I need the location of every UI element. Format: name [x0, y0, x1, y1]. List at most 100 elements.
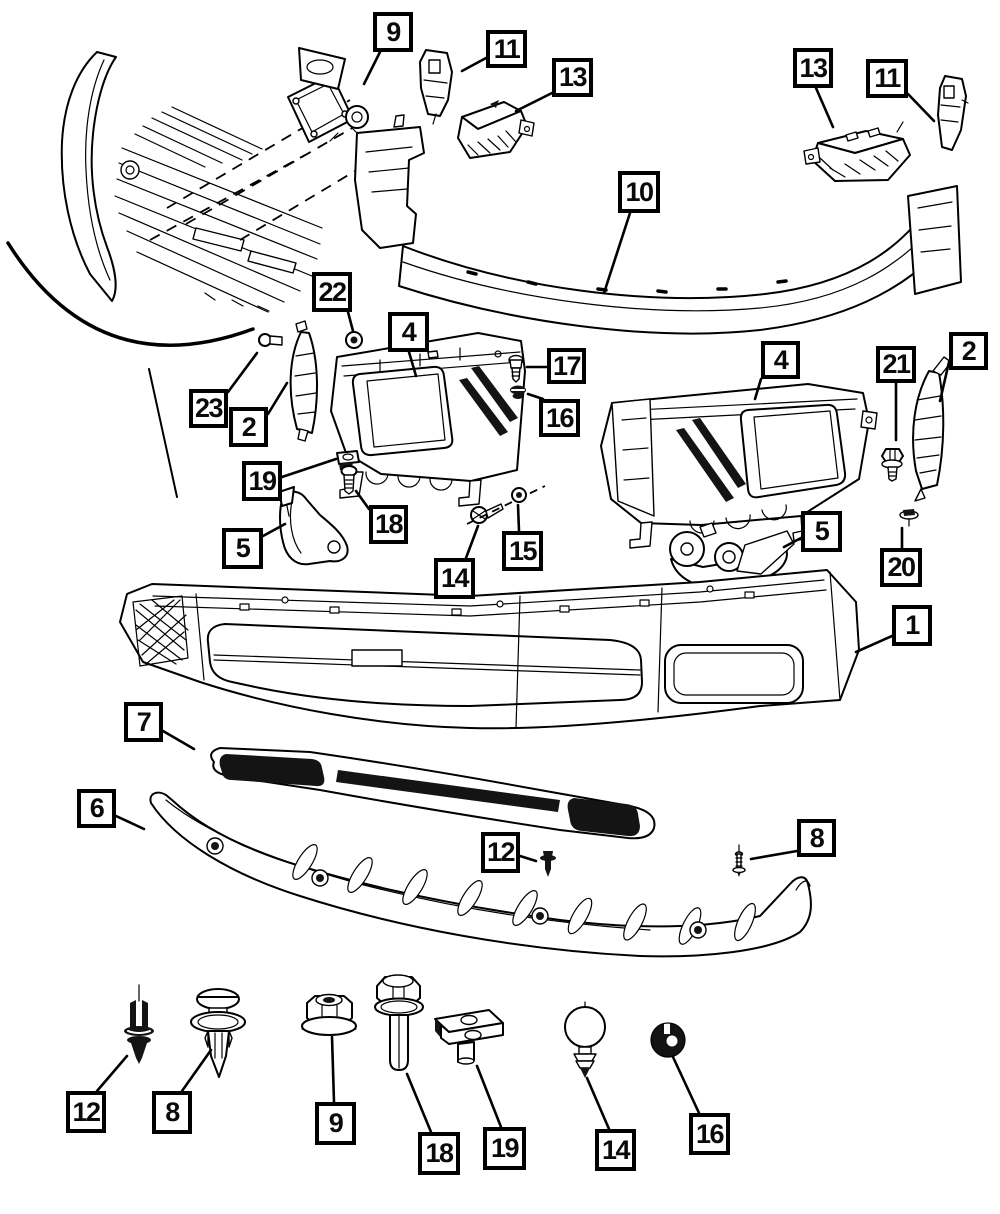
fog-mount-panel-4-left: [330, 332, 526, 507]
callout-2[interactable]: 2: [949, 332, 988, 370]
screw-14: [470, 503, 504, 524]
callout-7[interactable]: 7: [124, 702, 163, 742]
leader-line-14: [585, 1076, 611, 1131]
leader-line-1: [854, 634, 894, 654]
leader-line-2: [938, 360, 951, 403]
leader-line-4: [753, 377, 763, 401]
grommet-16-bottom: [650, 1022, 686, 1058]
callout-22[interactable]: 22: [312, 272, 352, 312]
callout-20[interactable]: 20: [880, 548, 922, 587]
leader-line-16: [526, 392, 545, 401]
callout-4[interactable]: 4: [761, 341, 800, 379]
callout-12[interactable]: 12: [66, 1091, 106, 1133]
fog-mount-panel-4-right: [600, 383, 878, 549]
leader-line-12: [95, 1054, 129, 1093]
callout-9[interactable]: 9: [373, 12, 413, 52]
leader-line-4: [407, 350, 418, 378]
callout-4[interactable]: 4: [388, 312, 429, 352]
callout-17[interactable]: 17: [547, 348, 586, 384]
callout-10[interactable]: 10: [618, 171, 660, 213]
callout-8[interactable]: 8: [152, 1091, 192, 1134]
callout-8[interactable]: 8: [797, 819, 836, 857]
callout-13[interactable]: 13: [552, 58, 593, 97]
side-bracket-11-left: [419, 49, 453, 125]
callout-9[interactable]: 9: [315, 1102, 356, 1145]
fog-lamp-13-left: [457, 100, 535, 159]
screw-8-mid: [732, 844, 746, 877]
leader-line-9: [330, 1035, 336, 1104]
leader-line-2: [266, 381, 289, 416]
callout-11[interactable]: 11: [866, 59, 908, 98]
grommet-16: [510, 385, 526, 399]
callout-6[interactable]: 6: [77, 789, 116, 828]
bolt-18: [340, 465, 358, 495]
leader-line-13: [814, 86, 835, 129]
callout-12[interactable]: 12: [481, 832, 520, 873]
u-nut-clip-19-bottom: [434, 1009, 504, 1065]
callout-11[interactable]: 11: [486, 30, 527, 68]
nut-22: [345, 331, 363, 349]
leader-lines: [95, 50, 951, 1134]
leader-line-5: [261, 522, 287, 538]
leader-line-18: [354, 489, 371, 511]
mounting-bracket-9: [287, 47, 369, 143]
callout-18[interactable]: 18: [369, 505, 408, 544]
callout-14[interactable]: 14: [434, 558, 475, 599]
bumper-face-bar-1: [119, 569, 860, 730]
callout-14[interactable]: 14: [595, 1129, 636, 1171]
leader-line-8: [180, 1048, 213, 1093]
callout-5[interactable]: 5: [222, 528, 263, 569]
leader-line-14: [464, 524, 480, 560]
callout-15[interactable]: 15: [502, 531, 543, 571]
screw-17: [508, 354, 524, 383]
callout-1[interactable]: 1: [892, 605, 932, 646]
side-bracket-11-right: [937, 75, 969, 151]
push-retainer-14-bottom: [564, 1001, 606, 1078]
leader-line-12: [518, 854, 538, 863]
callout-5[interactable]: 5: [801, 511, 842, 552]
callout-16[interactable]: 16: [539, 399, 580, 437]
callout-2[interactable]: 2: [229, 407, 268, 447]
rivet-8-bottom: [190, 988, 246, 1078]
support-bracket-2-right: [912, 356, 952, 502]
support-bracket-2-left: [289, 320, 318, 442]
callout-16[interactable]: 16: [689, 1113, 730, 1155]
callout-13[interactable]: 13: [793, 48, 833, 88]
leader-line-19: [280, 457, 338, 479]
leader-line-13: [514, 91, 554, 113]
leader-line-8: [749, 849, 799, 861]
air-dam-6: [149, 791, 812, 958]
leader-line-11: [460, 56, 488, 73]
tow-hook-5-right: [669, 522, 795, 602]
leader-line-22: [346, 310, 355, 333]
leader-line-15: [516, 503, 521, 533]
callout-19[interactable]: 19: [242, 461, 282, 501]
leader-line-23: [226, 351, 259, 394]
clip-20: [899, 509, 919, 527]
leader-line-10: [602, 211, 632, 295]
lower-grille-strip-7: [210, 747, 656, 840]
assembled-bumper-view: [6, 51, 396, 498]
callout-18[interactable]: 18: [418, 1132, 460, 1175]
leader-line-19: [475, 1064, 503, 1129]
screw-axis-line: [466, 485, 546, 525]
callout-21[interactable]: 21: [876, 346, 916, 383]
nut-9-bottom: [301, 993, 357, 1036]
screw-21: [881, 448, 904, 482]
upper-fascia-10: [354, 114, 962, 335]
washer-15: [511, 487, 527, 503]
push-pin-12-mid: [540, 851, 556, 877]
leader-line-6: [114, 814, 146, 831]
leader-line-5: [782, 536, 803, 549]
leader-line-18: [405, 1072, 433, 1134]
callout-23[interactable]: 23: [189, 389, 228, 428]
leader-line-9: [362, 50, 382, 86]
callout-19[interactable]: 19: [483, 1127, 526, 1170]
leader-line-11: [906, 92, 936, 123]
rivet-23: [258, 333, 283, 347]
fog-lamp-13-right: [803, 121, 911, 182]
leader-line-7: [161, 729, 196, 751]
tow-hook-5-left: [278, 486, 349, 566]
